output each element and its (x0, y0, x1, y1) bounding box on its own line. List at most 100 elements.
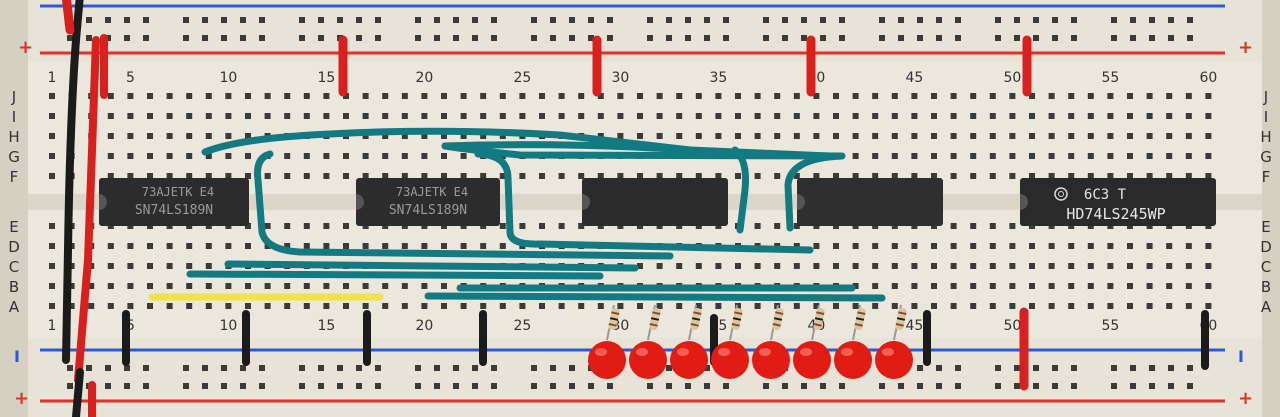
hole-lower (147, 283, 153, 289)
hole-upper (1068, 173, 1075, 179)
hole-upper (186, 173, 193, 179)
hole-lower (715, 263, 722, 269)
hole-lower (186, 263, 193, 269)
hole-upper (499, 113, 506, 119)
hole-upper (1185, 133, 1192, 139)
hole-upper (833, 113, 839, 119)
hole-lower (793, 223, 800, 229)
hole-lower (950, 263, 957, 269)
hole-upper (264, 173, 271, 179)
hole-upper (617, 133, 624, 139)
column-number: 50 (1003, 70, 1021, 86)
hole-lower (1048, 263, 1055, 269)
hole-lower (1009, 283, 1016, 289)
hole-rail (1014, 365, 1020, 371)
teal-wire-4 (254, 150, 674, 260)
teal-wire-11 (424, 292, 886, 302)
hole-lower (519, 303, 526, 309)
hole-rail (917, 365, 923, 371)
hole-lower (1029, 283, 1035, 289)
hole-upper (205, 133, 212, 139)
hole-upper (49, 133, 55, 139)
hole-upper (872, 93, 879, 99)
row-letter: G (8, 148, 20, 166)
hole-rail (453, 17, 459, 23)
hole-lower (852, 263, 859, 269)
column-number: 10 (219, 318, 237, 334)
hole-upper (441, 113, 447, 119)
hole-rail (1187, 383, 1193, 389)
hole-rail (491, 383, 497, 389)
hole-rail (1187, 17, 1193, 23)
hole-rail (183, 365, 189, 371)
chip-5-notch (1020, 194, 1028, 210)
resistor-band (814, 317, 824, 321)
hole-lower (950, 283, 957, 289)
teal-wires (186, 127, 886, 302)
hole-upper (1127, 93, 1133, 99)
row-letter: A (9, 298, 20, 316)
hole-upper (695, 133, 702, 139)
hole-lower (205, 263, 212, 269)
hole-rail (183, 35, 189, 41)
hole-upper (107, 133, 114, 139)
hole-lower (539, 223, 545, 229)
hole-lower (911, 243, 918, 249)
hole-upper (1146, 133, 1153, 139)
hole-rail (1130, 35, 1136, 41)
hole-rail (879, 35, 885, 41)
hole-rail (337, 383, 343, 389)
hole-rail (1052, 365, 1058, 371)
column-number: 10 (219, 70, 237, 86)
chip-2: 73AJETK E4 SN74LS189N (356, 178, 500, 226)
hole-lower (362, 243, 369, 249)
hole-rail (763, 383, 769, 389)
hole-rail (531, 35, 537, 41)
hole-upper (695, 93, 702, 99)
hole-lower (499, 223, 506, 229)
hole-lower (1205, 243, 1212, 249)
hole-upper (597, 93, 604, 99)
hole-rail (124, 365, 130, 371)
hole-lower (970, 243, 977, 249)
chip-2-notch (356, 194, 364, 210)
hole-rail (202, 383, 208, 389)
hole-upper (1048, 113, 1055, 119)
hole-rail (240, 17, 246, 23)
hole-upper (245, 153, 251, 159)
chip-1-line2: SN74LS189N (135, 203, 213, 218)
hole-upper (1009, 153, 1016, 159)
hole-upper (715, 93, 722, 99)
hole-rail (955, 17, 961, 23)
led-array (588, 304, 913, 379)
resistor-band (609, 317, 619, 321)
hole-lower (1087, 263, 1094, 269)
hole-lower (833, 303, 839, 309)
hole-rail (356, 365, 362, 371)
hole-rail (1111, 35, 1117, 41)
hole-upper (245, 133, 251, 139)
hole-rail (472, 383, 478, 389)
power-feed-wires (62, 0, 108, 417)
hole-upper (1068, 113, 1075, 119)
hole-lower (656, 263, 663, 269)
chip-5-line1: 6C3 T (1084, 187, 1127, 203)
hole-lower (1009, 243, 1016, 249)
hole-upper (343, 173, 349, 179)
hole-lower (989, 243, 996, 249)
hole-upper (597, 173, 604, 179)
hole-rail (202, 365, 208, 371)
column-number: 15 (317, 318, 335, 334)
hole-lower (931, 283, 937, 289)
hole-upper (166, 93, 173, 99)
hole-upper (166, 133, 173, 139)
hole-upper (49, 153, 55, 159)
hole-upper (774, 173, 781, 179)
hole-upper (107, 173, 114, 179)
hole-rail (240, 365, 246, 371)
hole-upper (1009, 173, 1016, 179)
chip-3 (582, 178, 728, 226)
hole-upper (1185, 93, 1192, 99)
teal-wire-2 (441, 141, 834, 160)
hole-upper (931, 133, 937, 139)
